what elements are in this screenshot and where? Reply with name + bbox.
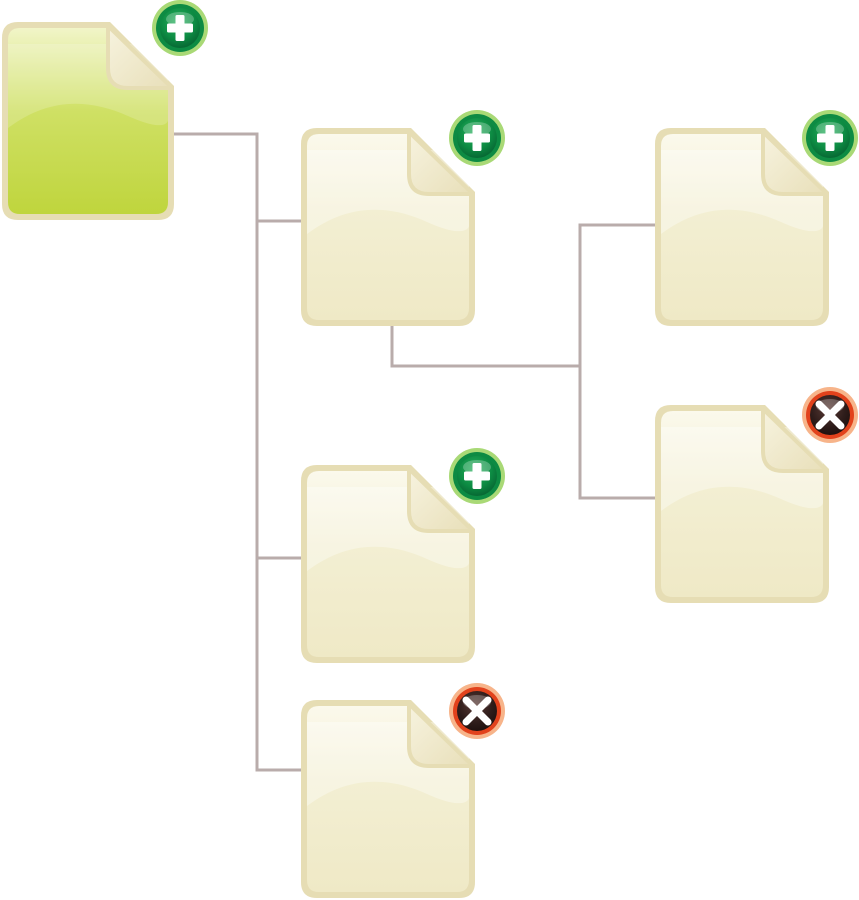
plus-badge-icon[interactable] [449,110,505,166]
connector-root-to-child-1 [174,132,303,223]
document-node-child-1-2[interactable] [655,387,858,603]
folded-corner [761,130,829,196]
folded-corner [106,24,174,90]
folded-corner [407,702,475,768]
connector-root-to-child-3 [174,132,303,772]
remove-badge-icon[interactable] [449,683,505,739]
document-node-child-1[interactable] [301,110,505,326]
plus-badge-icon[interactable] [802,110,858,166]
folded-corner [407,130,475,196]
document-node-child-3[interactable] [301,683,505,898]
plus-badge-icon[interactable] [152,0,208,56]
plus-badge-icon[interactable] [449,448,505,504]
document-node-child-1-1[interactable] [655,110,858,326]
folded-corner [761,407,829,473]
connector-layer [174,132,657,772]
folded-corner [407,467,475,533]
document-node-child-2[interactable] [301,448,505,663]
document-node-root[interactable] [2,0,208,220]
remove-badge-icon[interactable] [802,387,858,443]
connector-child-1-to-child-1-2 [390,326,657,500]
connector-root-to-child-2 [174,132,303,560]
